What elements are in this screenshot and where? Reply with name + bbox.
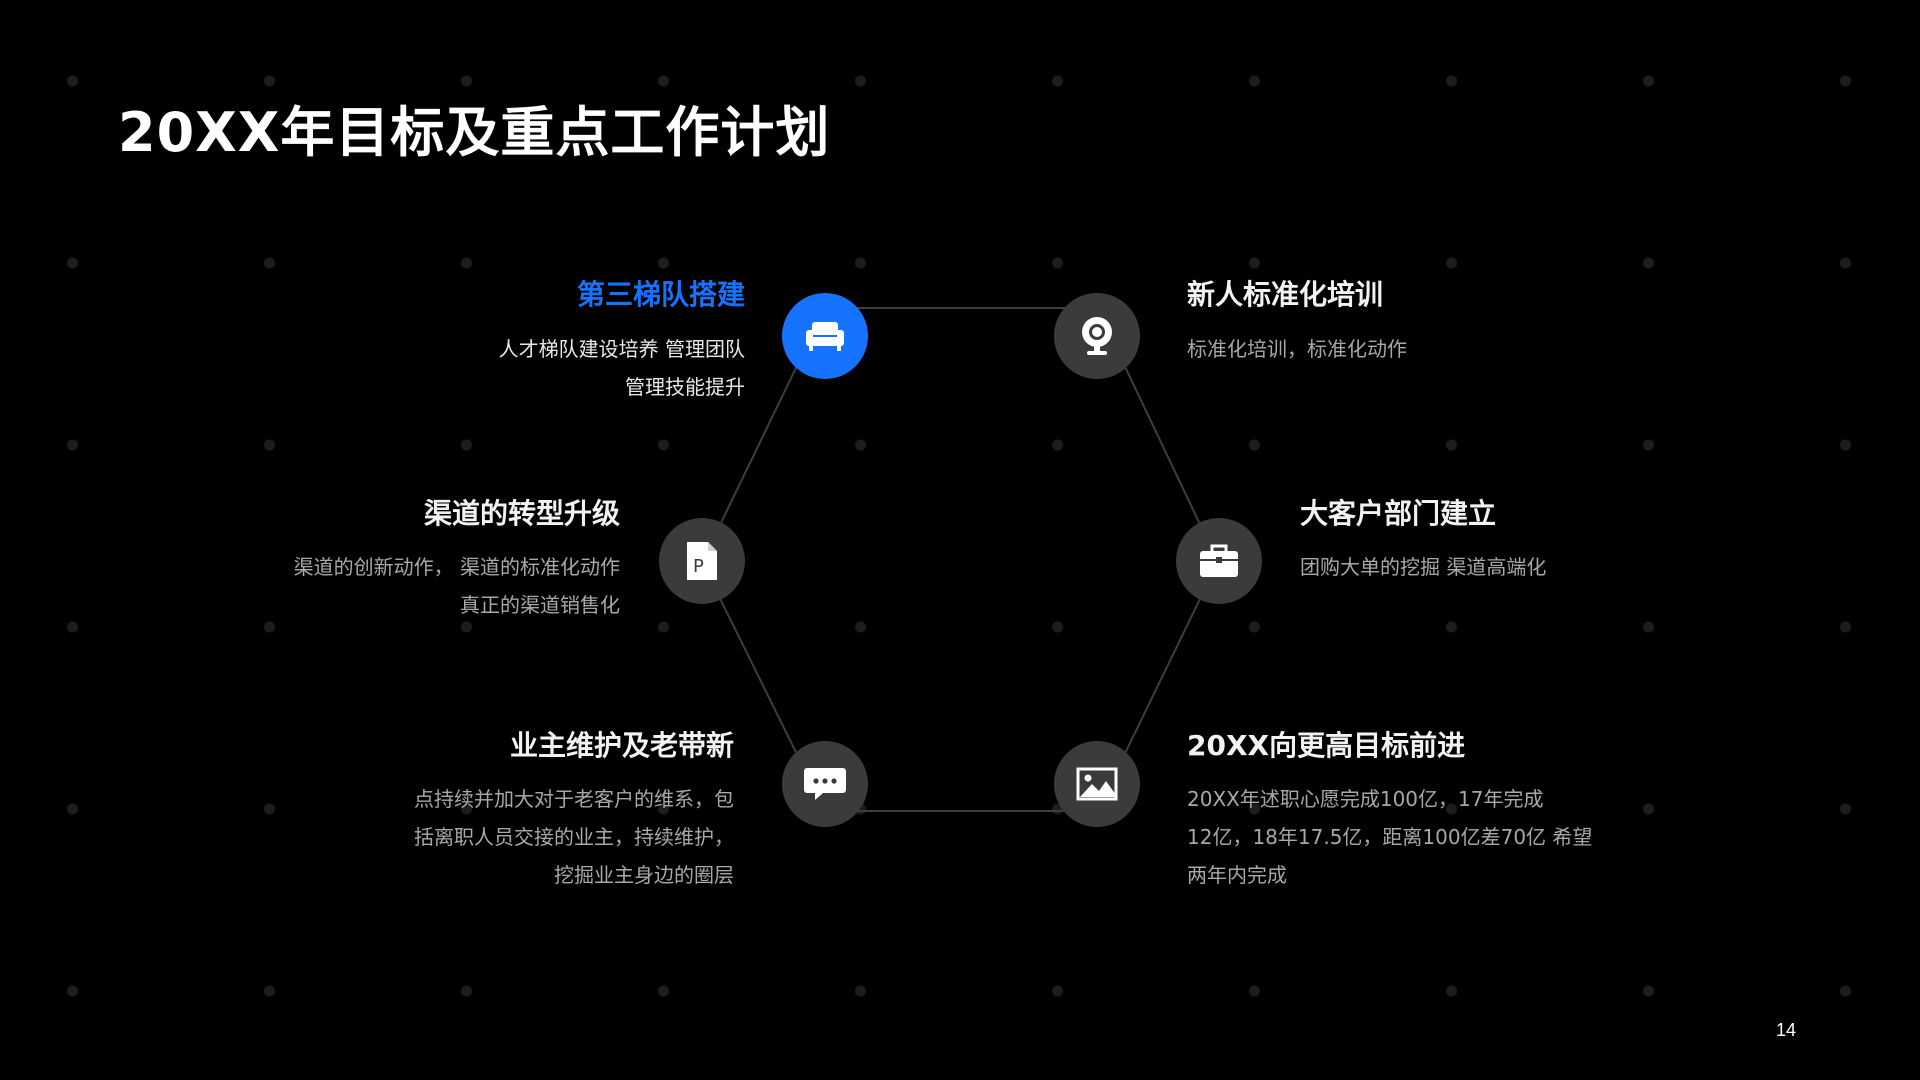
- desc-line: 挖掘业主身边的圈层: [554, 863, 734, 887]
- desc-line: 20XX年述职心愿完成100亿，17年完成: [1187, 787, 1544, 811]
- briefcase-icon: [1200, 544, 1238, 577]
- desc-line: 真正的渠道销售化: [460, 593, 620, 617]
- item-desc-owner: 点持续并加大对于老客户的维系，包 括离职人员交接的业主，持续维护， 挖掘业主身边…: [414, 780, 734, 894]
- desc-line: 点持续并加大对于老客户的维系，包: [414, 787, 734, 811]
- desc-line: 管理技能提升: [625, 375, 745, 399]
- page-number: 14: [1776, 1020, 1797, 1040]
- node-webcam: [1054, 293, 1140, 379]
- desc-line: 团购大单的挖掘 渠道高端化: [1300, 555, 1547, 579]
- webcam-icon: [1082, 317, 1112, 355]
- item-title-channel: 渠道的转型升级: [423, 497, 620, 530]
- item-title-goal: 20XX向更高目标前进: [1187, 729, 1466, 762]
- desc-line: 人才梯队建设培养 管理团队: [498, 337, 745, 361]
- item-desc-key-account: 团购大单的挖掘 渠道高端化: [1300, 548, 1546, 586]
- item-title-key-account: 大客户部门建立: [1300, 497, 1497, 530]
- item-title-ladder: 第三梯队搭建: [576, 278, 745, 311]
- desc-line: 12亿，18年17.5亿，距离100亿差70亿 希望: [1187, 825, 1593, 849]
- item-desc-ladder: 人才梯队建设培养 管理团队 管理技能提升: [499, 330, 745, 406]
- node-image: [1054, 741, 1140, 827]
- node-briefcase: [1176, 518, 1262, 604]
- item-title-owner: 业主维护及老带新: [509, 729, 734, 762]
- slide-title: 20XX年目标及重点工作计划: [118, 101, 831, 164]
- desc-line: 标准化培训，标准化动作: [1187, 337, 1407, 361]
- item-desc-channel: 渠道的创新动作， 渠道的标准化动作 真正的渠道销售化: [294, 548, 620, 624]
- item-desc-training: 标准化培训，标准化动作: [1187, 330, 1407, 368]
- desc-line: 两年内完成: [1187, 863, 1287, 887]
- desc-line: 括离职人员交接的业主，持续维护，: [414, 825, 734, 849]
- node-document: P: [659, 518, 745, 604]
- document-p-icon: P: [687, 542, 717, 580]
- node-chat: [782, 741, 868, 827]
- svg-text:P: P: [693, 556, 704, 577]
- desc-line: 渠道的创新动作， 渠道的标准化动作: [293, 555, 620, 579]
- item-title-training: 新人标准化培训: [1187, 278, 1384, 311]
- sofa-icon: [806, 322, 844, 351]
- chat-bubble-icon: [804, 768, 846, 800]
- item-desc-goal: 20XX年述职心愿完成100亿，17年完成 12亿，18年17.5亿，距离100…: [1187, 780, 1592, 894]
- node-sofa: [782, 293, 868, 379]
- image-icon: [1076, 767, 1118, 801]
